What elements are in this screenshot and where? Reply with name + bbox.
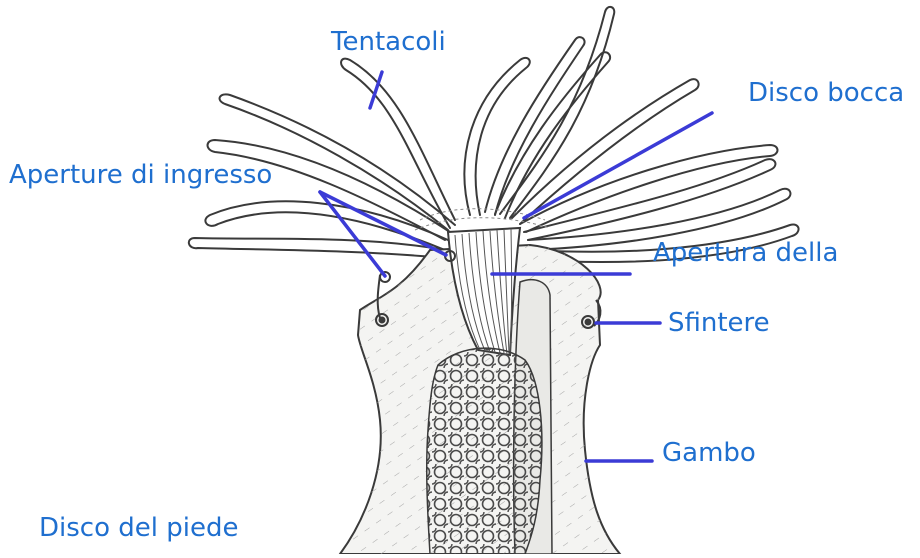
label-tentacoli: Tentacoli	[331, 29, 446, 55]
gastric-filaments	[427, 348, 542, 554]
label-disco-bocca: Disco bocca	[748, 80, 904, 106]
label-apertura-della: Apertura della	[653, 240, 838, 266]
label-sfintere: Sfintere	[668, 310, 770, 336]
label-aperture-ingresso: Aperture di ingresso	[9, 162, 272, 188]
label-disco-piede: Disco del piede	[39, 515, 238, 541]
label-gambo: Gambo	[662, 440, 756, 466]
tentacles	[189, 7, 799, 262]
